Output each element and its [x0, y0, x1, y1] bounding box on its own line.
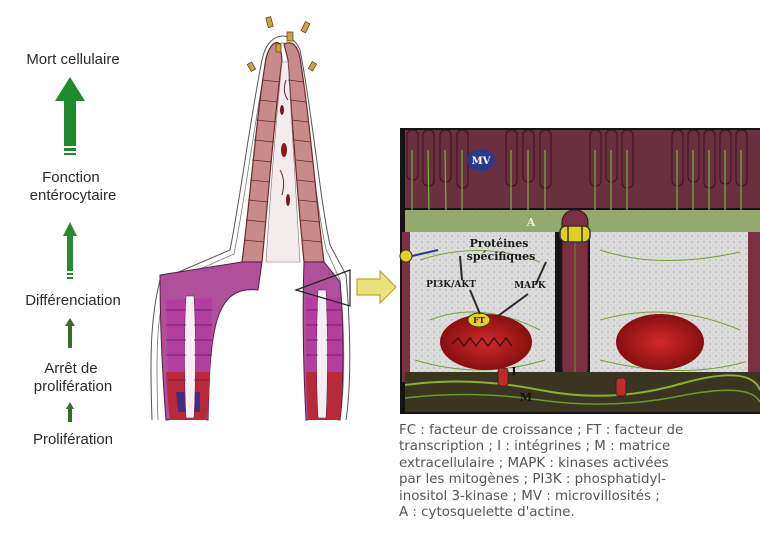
stage-arrest-line1: Arrêt de	[44, 360, 97, 377]
arrow-up-medium	[63, 222, 77, 271]
stage-arrest-label: Arrêt de prolifération	[34, 360, 112, 395]
crypt-villus-axis	[151, 17, 350, 420]
arrow-dash	[64, 148, 76, 151]
label-integrin: I	[511, 365, 516, 378]
stage-function-line1: Fonction	[42, 169, 100, 186]
label-proteins: Protéines spécifiques	[467, 237, 536, 263]
stage-differentiation-label: Différenciation	[25, 292, 121, 309]
label-pi3k: PI3K/AKT	[426, 280, 476, 290]
label-mv: MV	[472, 156, 491, 167]
arrow-dash	[64, 153, 76, 155]
stage-proliferation-label: Prolifération	[33, 431, 113, 448]
label-ft: FT	[473, 315, 485, 325]
label-proteins-line1: Protéines	[470, 237, 529, 250]
arrow-dash	[67, 277, 73, 279]
label-proteins-line2: spécifiques	[467, 250, 536, 263]
arrow-up-small	[65, 318, 75, 348]
enterocyte-panel	[400, 128, 760, 414]
label-matrix: M	[520, 391, 532, 404]
legend-caption: FC : facteur de croissance ; FT : facteu…	[399, 423, 760, 521]
arrow-up-tiny	[66, 402, 74, 422]
arrow-dash	[67, 273, 73, 275]
label-actin: A	[526, 216, 536, 229]
arrow-up-large	[55, 77, 85, 146]
stage-function-line2: entérocytaire	[30, 187, 117, 204]
zoom-arrow	[357, 271, 396, 303]
label-mapk: MAPK	[514, 281, 547, 291]
stage-function-label: Fonction entérocytaire	[30, 169, 117, 204]
stage-arrest-line2: prolifération	[34, 378, 112, 395]
stage-death-label: Mort cellulaire	[26, 51, 119, 68]
